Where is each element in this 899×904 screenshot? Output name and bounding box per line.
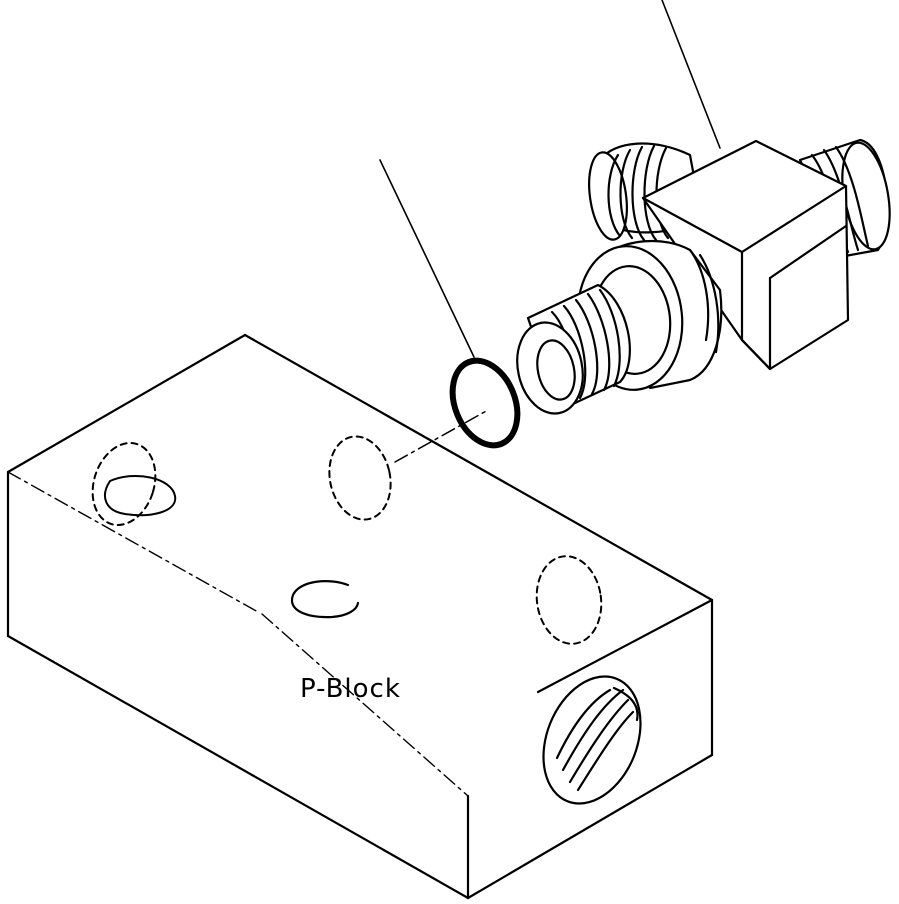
block-hidden-lines [7, 471, 469, 797]
tee-front-thread [516, 283, 631, 415]
manifold-block-icon [6, 333, 714, 900]
port-rear-left-icon [91, 441, 177, 527]
port-front-center-icon [290, 580, 360, 619]
tee-fitting-icon [516, 138, 891, 415]
o-ring-leader-line [379, 159, 475, 358]
port-rear-center-icon [328, 435, 392, 521]
tee-left-thread [588, 142, 704, 242]
assembly-centerline [394, 409, 489, 463]
tee-leader-line [661, 0, 721, 149]
block-label: P-Block [300, 674, 401, 704]
tee-hex-body [641, 139, 850, 371]
port-right-icon [535, 555, 603, 645]
threaded-side-port-icon [542, 675, 642, 805]
o-ring-icon [449, 357, 521, 449]
